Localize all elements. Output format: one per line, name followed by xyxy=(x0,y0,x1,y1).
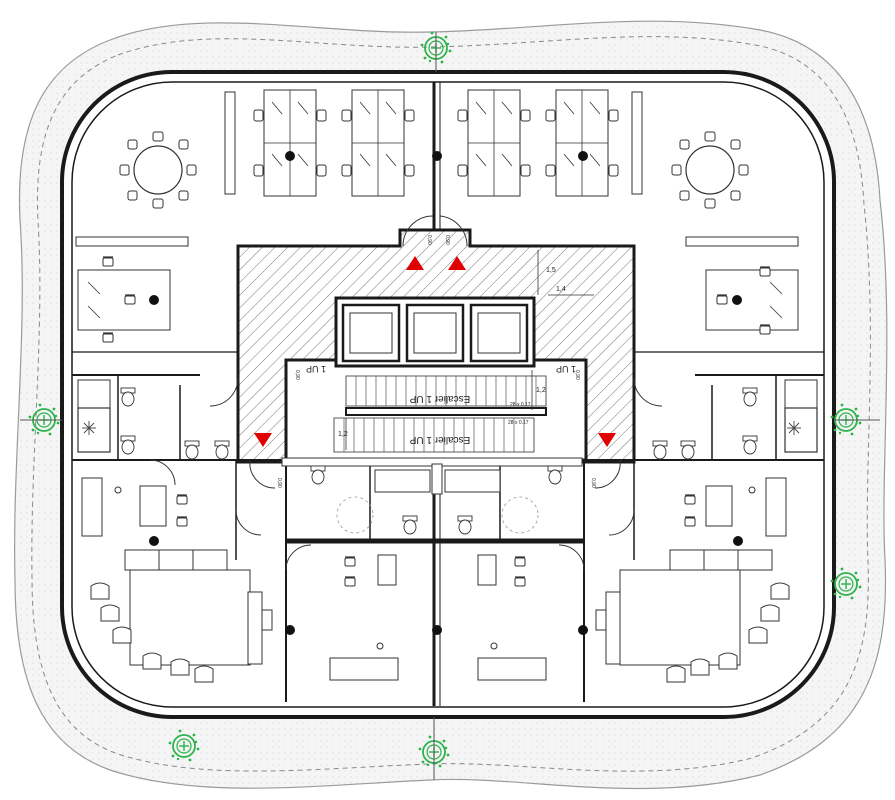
dimension-1-2-left: 1,2 xyxy=(338,431,348,438)
door-swings xyxy=(149,215,663,571)
desk-cluster-2 xyxy=(341,89,415,197)
desk-cluster-4 xyxy=(545,89,619,197)
step-count-upper: 28 x 0.17 xyxy=(510,402,531,408)
restroom-right xyxy=(652,379,818,460)
dimension-1-4: 1,4 xyxy=(556,286,566,293)
door-width-label: 0,90 xyxy=(590,478,596,488)
stair-label-upper: Escalier 1 UP xyxy=(409,393,470,404)
partition-bars xyxy=(75,91,799,495)
up-label-left: 1 UP xyxy=(306,364,326,374)
door-width-label: 0,90 xyxy=(426,235,432,245)
door-width-label: 0,90 xyxy=(294,370,300,380)
door-width-label: 0,90 xyxy=(574,370,580,380)
warning-triangle-icon xyxy=(254,256,616,447)
door-width-label: 0,90 xyxy=(276,478,282,488)
interior-walls xyxy=(72,82,824,706)
snowflake-icon xyxy=(787,421,801,435)
dimension-lines xyxy=(345,250,594,450)
up-label-right: 1 UP xyxy=(556,364,576,374)
dimension-1-5: 1,5 xyxy=(546,267,556,274)
snowflake-icon xyxy=(82,421,96,435)
restroom-center xyxy=(310,465,563,535)
garden-dashed-path xyxy=(31,36,871,772)
column-dot-icon xyxy=(149,151,743,635)
office-desk-right-upper xyxy=(705,266,799,335)
office-lower-right xyxy=(595,477,790,683)
restroom-left xyxy=(77,379,230,460)
office-lower-center xyxy=(329,554,547,681)
door-width-label: 0,90 xyxy=(444,235,450,245)
dimension-1-2-right: 1,2 xyxy=(536,387,546,394)
stair-landing-bar xyxy=(345,407,547,416)
desk-cluster-1 xyxy=(253,89,327,197)
stair-steps xyxy=(333,376,547,452)
step-count-lower: 28 x 0.17 xyxy=(508,420,529,426)
stair-label-lower: Escalier 1 UP xyxy=(409,434,470,445)
desk-cluster-3 xyxy=(457,89,531,197)
office-lower-left xyxy=(81,477,273,683)
elevators xyxy=(341,303,529,363)
building-inner-wall xyxy=(71,81,825,708)
tree-connector-lines xyxy=(20,32,880,780)
